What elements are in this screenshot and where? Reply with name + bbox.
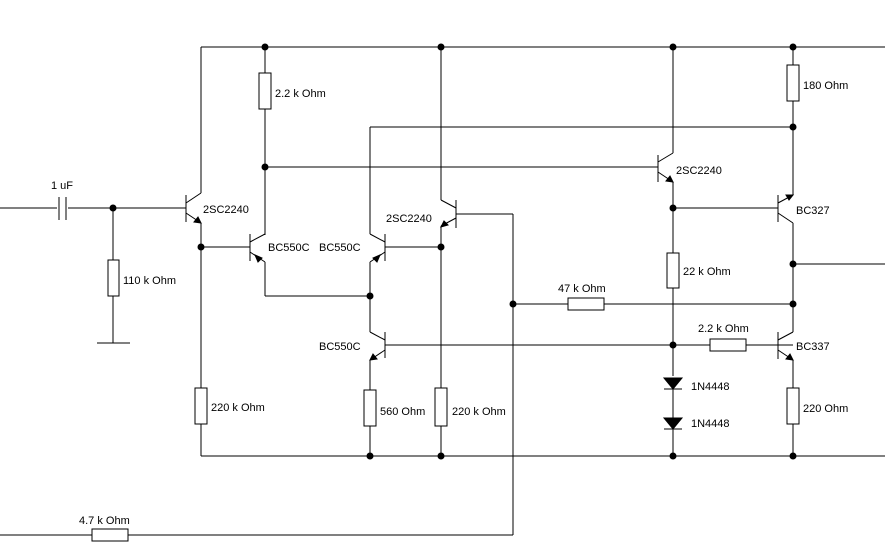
resistor-220 — [786, 387, 800, 456]
resistor-560-label: 560 Ohm — [380, 406, 425, 418]
resistor-560 — [363, 389, 377, 456]
resistor-220k-mid — [434, 387, 448, 456]
resistor-47k-label: 47 k Ohm — [558, 283, 606, 295]
transistor-vas-label: 2SC2240 — [676, 165, 722, 177]
transistor-diff-right-label: BC550C — [319, 242, 361, 254]
transistor-bc327 — [777, 194, 795, 332]
resistor-110k — [97, 208, 130, 344]
resistor-2k2-top — [258, 47, 272, 235]
resistor-47k — [513, 297, 793, 311]
diode-1n4448-upper — [662, 377, 684, 418]
transistor-input-label: 2SC2240 — [203, 204, 249, 216]
transistor-diff-left-label: BC550C — [268, 242, 310, 254]
transistor-bc337 — [777, 331, 794, 388]
resistor-220k-mid-label: 220 k Ohm — [452, 406, 506, 418]
input-capacitor-label: 1 uF — [51, 180, 73, 192]
resistor-220-label: 220 Ohm — [803, 403, 848, 415]
resistor-180-label: 180 Ohm — [803, 80, 848, 92]
resistor-220k-left-label: 220 k Ohm — [211, 402, 265, 414]
transistor-input-2sc2240 — [185, 47, 202, 388]
resistor-22k-label: 22 k Ohm — [683, 266, 731, 278]
resistor-2k2-bias — [709, 338, 747, 352]
resistor-110k-label: 110 k Ohm — [123, 275, 176, 287]
resistor-220k-left — [194, 387, 208, 456]
resistor-180 — [786, 47, 800, 195]
transistor-diff-left-bc550c — [249, 233, 370, 297]
resistor-22k — [666, 252, 680, 376]
transistor-vas-2sc2240 — [657, 47, 674, 253]
transistor-source-label: BC550C — [319, 341, 361, 353]
resistor-4k7 — [0, 528, 513, 542]
resistor-2k2-top-label: 2.2 k Ohm — [275, 88, 326, 100]
transistor-feedback-label: 2SC2240 — [386, 213, 432, 225]
diode-1n4448-lower — [662, 417, 684, 456]
transistor-bc327-label: BC327 — [796, 205, 830, 217]
diode-lower-label: 1N4448 — [691, 418, 730, 430]
resistor-4k7-label: 4.7 k Ohm — [79, 515, 130, 527]
junction-dots — [109, 43, 797, 460]
input-capacitor — [58, 197, 67, 220]
diode-upper-label: 1N4448 — [691, 381, 730, 393]
resistor-2k2-bias-label: 2.2 k Ohm — [698, 323, 749, 335]
transistor-bc337-label: BC337 — [796, 341, 830, 353]
transistor-feedback-2sc2240 — [440, 47, 514, 535]
